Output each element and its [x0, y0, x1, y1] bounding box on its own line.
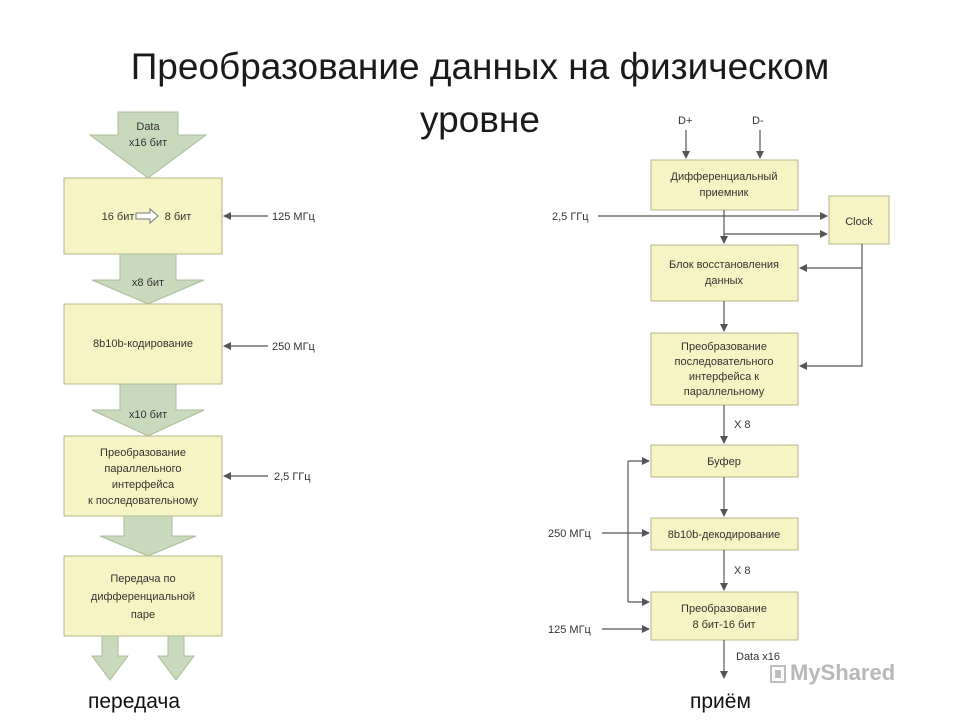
box-ser2par-l4: параллельному: [684, 386, 765, 398]
x8-b-label: X 8: [734, 565, 751, 577]
rx-freq-25-label: 2,5 ГГц: [552, 211, 589, 223]
box-8to16-l2: 8 бит-16 бит: [692, 619, 755, 631]
box-par-to-ser-l3: интерфейса: [112, 479, 175, 491]
clock-to-recovery: [799, 244, 863, 272]
box-diffpair: [63, 555, 223, 637]
watermark-text: MyShared: [790, 660, 896, 685]
x10-arrow: [91, 383, 205, 437]
caption-transmit: передача: [88, 690, 181, 713]
box-par-to-ser-l2: параллельного: [104, 463, 181, 475]
box-8b10b-encode: [63, 303, 223, 385]
freq-125-label: 125 МГц: [272, 211, 316, 223]
rx-freq-125-label: 125 МГц: [548, 624, 592, 636]
small-arrow-icon: [135, 207, 159, 225]
box-ser2par-l1: Преобразование: [681, 341, 767, 353]
rx-freq-250-label: 250 МГц: [548, 528, 592, 540]
page-title-line1: Преобразование данных на физическом: [130, 46, 830, 87]
dplus-label: D+: [678, 115, 692, 127]
x8-label: x8 бит: [132, 277, 164, 289]
freq-25-label: 2,5 ГГц: [274, 471, 311, 483]
box-diff-receiver-l1: Дифференциальный: [671, 171, 778, 183]
to-diffpair-arrow: [99, 515, 197, 557]
box-diff-receiver-l2: приемник: [700, 187, 749, 199]
box-diffpair-l1: Передача по: [110, 573, 175, 585]
box-diffpair-l2: дифференциальной: [91, 591, 195, 603]
clock-to-ser2par: [799, 268, 863, 370]
box-diffpair-l3: паре: [131, 609, 155, 621]
box-data-recovery: [650, 244, 799, 302]
box-8b10b-encode-label: 8b10b-кодирование: [93, 338, 193, 350]
box-ser2par-l3: интерфейса к: [689, 371, 759, 383]
box-par-to-ser-l1: Преобразование: [100, 447, 186, 459]
clock-label: Clock: [845, 216, 873, 228]
x10-label: x10 бит: [129, 409, 167, 421]
box-16-to-8-left: 16 бит: [102, 211, 135, 223]
box-16-to-8-right: 8 бит: [165, 211, 192, 223]
box-recovery-l2: данных: [705, 275, 744, 287]
box-buffer-label: Буфер: [707, 456, 741, 468]
receive-chain: D+ D- Дифференциальный приемник 2,5 ГГц …: [548, 115, 890, 679]
data-in-width: x16 бит: [129, 137, 167, 149]
caption-receive: приём: [690, 690, 751, 713]
box-ser-to-par: [650, 332, 799, 406]
box-8-to-16: [650, 591, 799, 641]
watermark-logo-icon: [770, 665, 786, 683]
transmit-chain: Data x16 бит 16 бит 8 бит 125 МГц x8 бит…: [63, 111, 316, 681]
data-in-label: Data: [136, 121, 160, 133]
dminus-label: D-: [752, 115, 764, 127]
box-decoder-label: 8b10b-декодирование: [668, 529, 781, 541]
freq-250-label: 250 МГц: [272, 341, 316, 353]
data-in-arrow: [88, 111, 208, 179]
out-arrow-left: [91, 635, 129, 681]
data-out-label: Data x16: [736, 651, 780, 663]
page-title-line2: уровне: [420, 99, 540, 140]
box-recovery-l1: Блок восстановления: [669, 259, 779, 271]
x8-a-label: X 8: [734, 419, 751, 431]
box-clock: [828, 195, 890, 245]
box-ser2par-l2: последовательного: [675, 356, 774, 368]
box-buffer: [650, 444, 799, 478]
box-diff-receiver: [650, 159, 799, 211]
box-par-to-ser-l4: к последовательному: [88, 495, 199, 507]
out-arrow-right: [157, 635, 195, 681]
x8-arrow: [91, 253, 205, 305]
box-8to16-l1: Преобразование: [681, 603, 767, 615]
